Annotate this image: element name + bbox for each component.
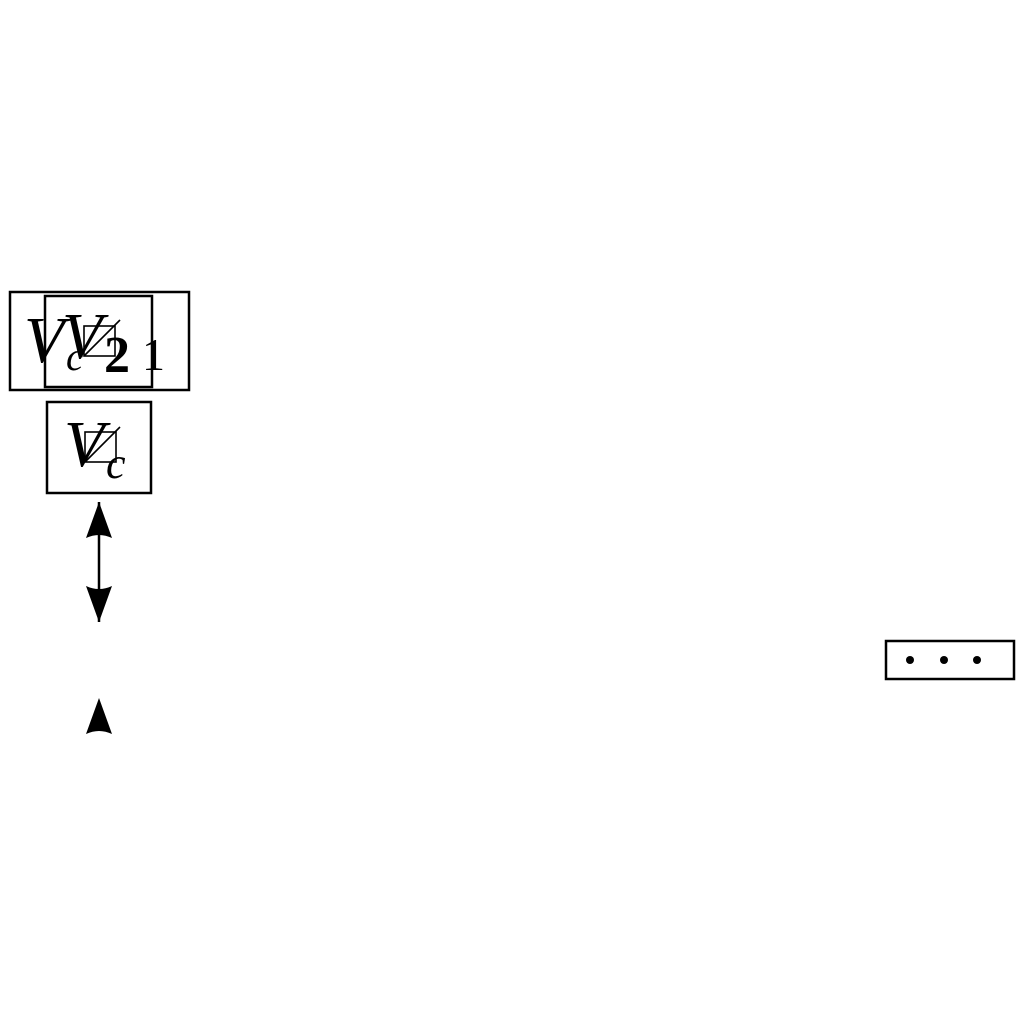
node-v21-suffix: 1 <box>142 329 165 380</box>
node-vc-stroke <box>84 426 121 463</box>
node-vc-overlay-stroke <box>83 319 121 357</box>
node-vc-frame <box>45 400 153 495</box>
node-ellipsis[interactable]: • • • <box>0 0 1016 681</box>
node-vc-sub: c <box>106 439 126 488</box>
double-arrow-edge <box>86 502 112 622</box>
node-v21[interactable]: V 2 1 <box>8 290 191 392</box>
node-vc-overlay[interactable]: V c <box>43 294 154 389</box>
arrow-head-up-lower <box>86 698 112 734</box>
node-vc-overlay-frame <box>43 294 154 389</box>
node-vc-overlay-mark <box>83 325 116 357</box>
node-vc-overlay-main: V <box>62 300 109 373</box>
node-v21-main: V <box>24 304 71 377</box>
double-arrow-head-down <box>86 586 112 622</box>
node-vc-main: V <box>64 408 111 481</box>
node-v21-frame <box>8 290 191 392</box>
node-ellipsis-label: • • • <box>0 0 2 1</box>
ellipsis-dot-3 <box>973 656 981 664</box>
node-vc-mark <box>84 431 117 463</box>
node-vc-overlay-sub: c <box>66 334 84 379</box>
node-ellipsis-frame <box>884 639 1016 681</box>
arrow-edge-lower <box>86 698 112 734</box>
ellipsis-dot-2 <box>940 656 948 664</box>
double-arrow-head-up <box>86 502 112 538</box>
ellipsis-dot-1 <box>906 656 914 664</box>
node-vc[interactable]: V c <box>45 400 153 495</box>
